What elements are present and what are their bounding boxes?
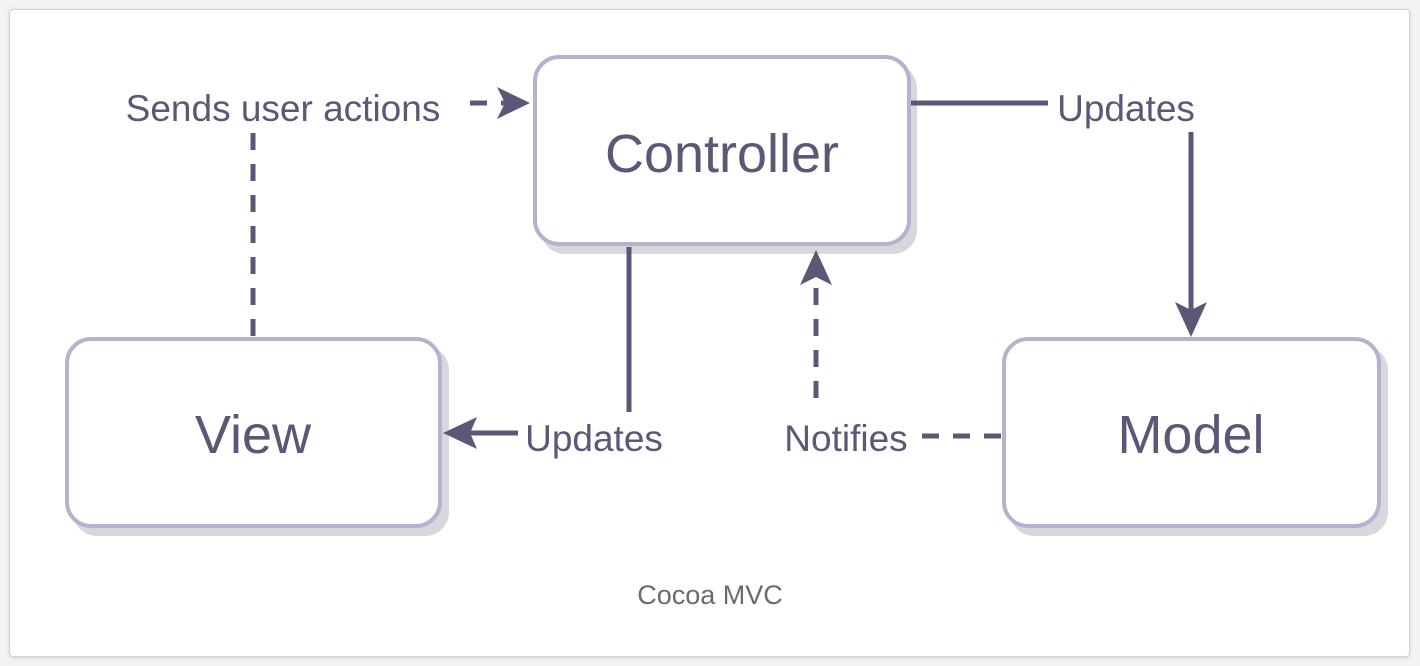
label-updates-model: Updates	[1057, 88, 1195, 129]
view-label: View	[195, 405, 312, 465]
edge-controller-to-model: Updates	[911, 88, 1207, 337]
controller-node: Controller	[533, 55, 917, 254]
arrowhead-right	[497, 87, 530, 119]
controller-label: Controller	[605, 124, 839, 184]
edge-controller-to-view: Updates	[443, 247, 663, 459]
arrowhead-up	[800, 250, 832, 285]
model-label: Model	[1117, 405, 1264, 465]
edge-model-to-controller: Notifies	[784, 250, 1001, 459]
view-node: View	[65, 337, 449, 536]
label-sends-user-actions: Sends user actions	[126, 88, 441, 129]
model-node: Model	[1002, 337, 1388, 536]
arrowhead-left	[443, 417, 477, 449]
edge-view-to-controller: Sends user actions	[126, 87, 530, 336]
label-updates-view: Updates	[525, 418, 663, 459]
arrowhead-down	[1175, 302, 1207, 337]
label-notifies: Notifies	[784, 418, 907, 459]
figure-caption: Cocoa MVC	[637, 580, 783, 610]
